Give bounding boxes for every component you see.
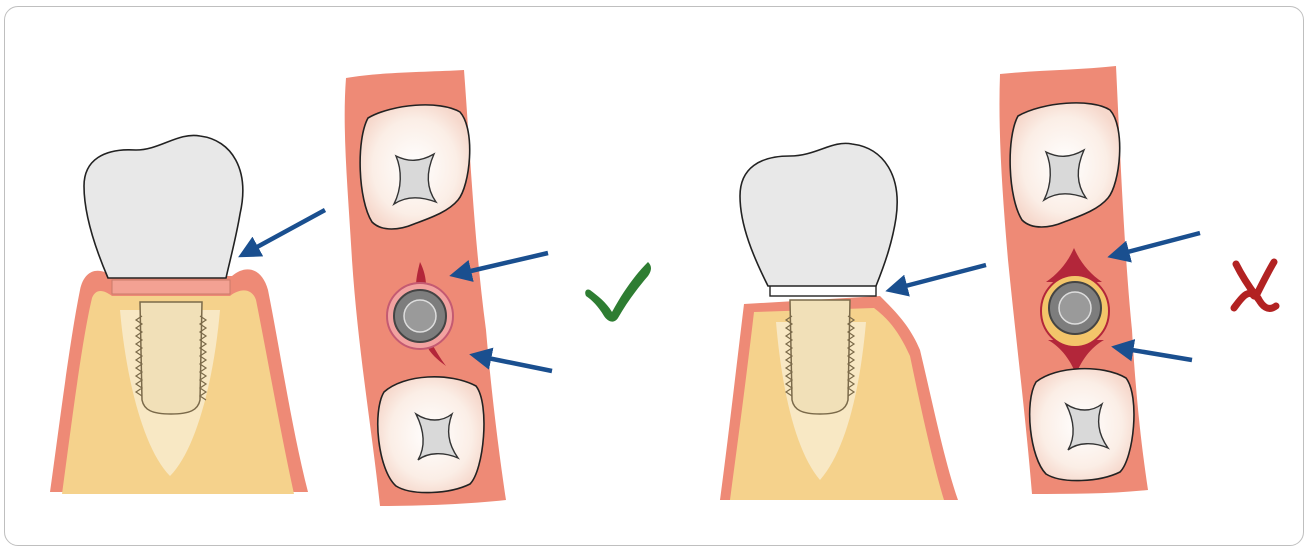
occlusal-view-correct — [345, 70, 506, 506]
arrow-embrasure-upper-incorrect — [1116, 233, 1200, 255]
correct-panel — [50, 70, 651, 506]
side-view-correct — [50, 135, 308, 494]
crown — [740, 143, 897, 286]
arrow-crown-margin-correct — [246, 210, 325, 253]
occlusal-view-incorrect — [999, 66, 1148, 494]
implant-fixture — [790, 300, 850, 414]
abutment-platform — [112, 280, 230, 294]
check-mark-icon — [585, 262, 651, 322]
side-view-incorrect — [720, 143, 958, 500]
arrow-crown-margin-incorrect — [894, 265, 986, 289]
abutment-center — [404, 300, 436, 332]
incorrect-panel — [720, 66, 1276, 500]
crown — [84, 135, 243, 278]
implant-fixture — [140, 302, 202, 414]
cross-mark-icon — [1234, 262, 1276, 308]
abutment-center — [1059, 292, 1091, 324]
